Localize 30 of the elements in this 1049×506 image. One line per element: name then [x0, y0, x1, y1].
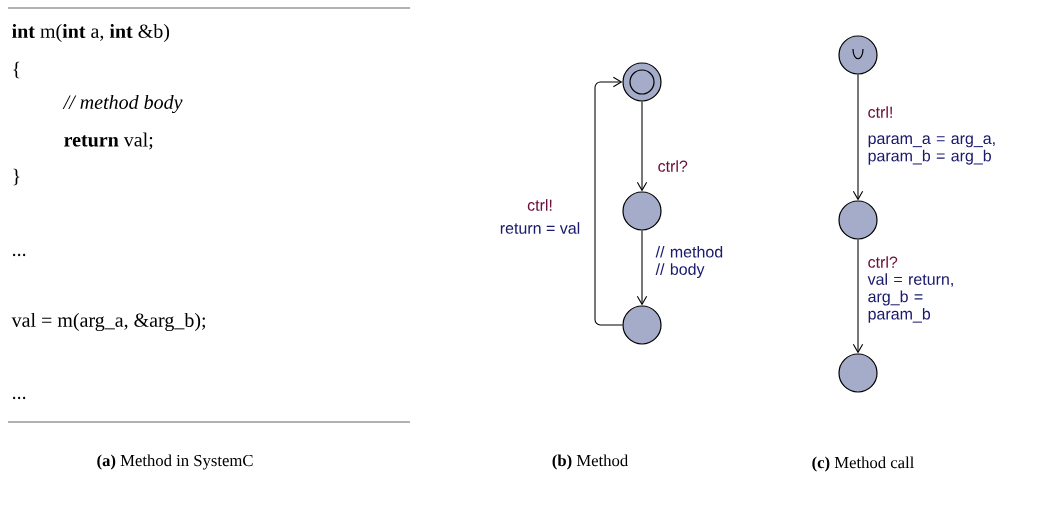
- code-line: {: [13, 61, 20, 79]
- subfigure-caption: (b) Method: [552, 454, 628, 470]
- code-line: val = m(arg_a, &arg_b);: [11, 312, 205, 332]
- edge-update-text: return = val: [500, 222, 580, 234]
- initial-location-circle: [622, 62, 662, 102]
- sync-label: ctrl?: [868, 256, 898, 268]
- subfigure-caption: (c) Method call: [812, 456, 914, 472]
- code-line: ...: [12, 396, 26, 400]
- transition-arrow: [636, 230, 648, 306]
- edge-update-text: param_a = arg_a, param_b = arg_b: [868, 135, 995, 165]
- location-circle: [838, 200, 878, 240]
- sync-label: ctrl!: [868, 106, 892, 118]
- sync-label: ctrl?: [658, 160, 688, 172]
- code-line: }: [13, 168, 20, 186]
- subfigure-caption: (a) Method in SystemC: [97, 454, 253, 470]
- transition-arrow: [636, 101, 648, 192]
- location-circle: [838, 353, 878, 393]
- code-line: return val;: [64, 132, 153, 150]
- urgent-location-circle: [838, 35, 878, 75]
- location-circle: [622, 305, 662, 345]
- code-line: int m(int a, int &b): [12, 23, 170, 43]
- transition-arrow: [852, 74, 864, 201]
- sync-label: ctrl!: [527, 199, 552, 211]
- edge-update-text: val = return, arg_b = param_b: [867, 273, 953, 323]
- comment-label: // method // body: [655, 245, 723, 279]
- code-line: ...: [12, 253, 26, 257]
- transition-arrow: [594, 76, 623, 326]
- transition-arrow: [852, 239, 864, 354]
- code-comment: // method body: [62, 94, 183, 114]
- location-circle: [622, 191, 662, 231]
